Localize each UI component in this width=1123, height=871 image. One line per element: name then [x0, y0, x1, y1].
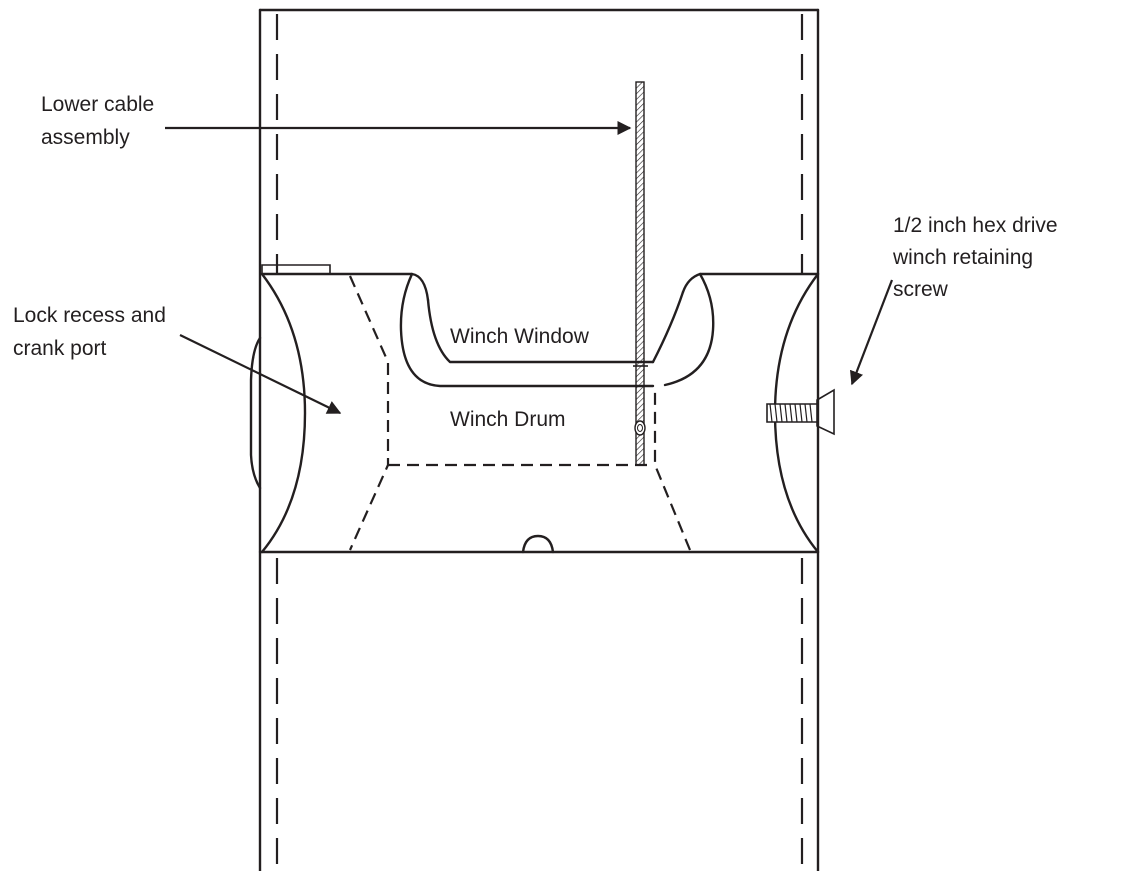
winch-drum-label: Winch Drum	[450, 408, 566, 431]
lock-recess-label: Lock recess and crank port	[13, 304, 172, 360]
lower-cable	[633, 81, 648, 466]
inner-tube-hidden-lines	[275, 14, 804, 871]
lower-cable-label: Lower cable assembly	[41, 93, 160, 149]
hex-drive-arrow	[849, 279, 894, 386]
hex-drive-label: 1/2 inch hex drive winch retaining screw	[892, 214, 1063, 301]
drum-hidden-lines	[348, 275, 692, 551]
mast-tube	[258, 8, 820, 871]
hex-drive-screw	[766, 388, 835, 436]
winch-window-label: Winch Window	[450, 325, 590, 348]
lock-recess-arrow	[179, 334, 342, 414]
